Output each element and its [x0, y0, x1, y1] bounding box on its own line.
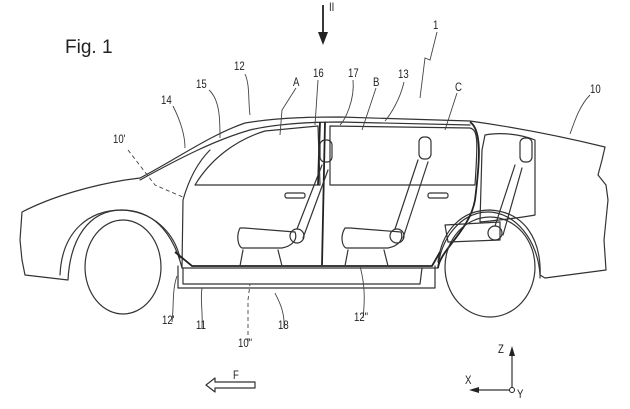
axis-z-label: Z — [498, 342, 504, 356]
axis-y-label: Y — [517, 387, 524, 401]
label-10: 10 — [590, 82, 601, 96]
label-14: 14 — [161, 93, 172, 107]
rear-wheel-arch — [437, 209, 541, 279]
axes-icon — [469, 346, 515, 393]
label-10-double-prime: 10" — [238, 336, 253, 350]
door-handle-front — [284, 192, 306, 199]
seat-a — [237, 139, 333, 267]
door-handle-rear — [427, 192, 449, 199]
label-A: A — [293, 75, 300, 89]
label-B: B — [373, 75, 380, 89]
floor-frame — [174, 251, 441, 267]
rear-window — [479, 133, 536, 223]
roof-inner — [139, 121, 471, 181]
label-11: 11 — [196, 318, 206, 332]
sill-outer — [177, 265, 436, 289]
figure-title: Fig. 1 — [65, 37, 113, 58]
forward-arrow-icon — [205, 377, 256, 393]
label-15: 15 — [196, 77, 207, 91]
label-12: 12 — [234, 59, 245, 73]
front-window — [194, 125, 321, 186]
view-marker: II — [329, 0, 335, 14]
label-10-prime: 10' — [113, 132, 126, 146]
label-13: 13 — [398, 67, 409, 81]
label-12-prime: 12' — [162, 313, 175, 327]
label-16: 16 — [313, 66, 324, 80]
seat-c — [444, 137, 533, 243]
seat-b — [341, 136, 432, 267]
front-door-edge — [181, 149, 211, 269]
label-18: 18 — [278, 318, 289, 332]
label-17: 17 — [348, 66, 359, 80]
c-pillar — [437, 121, 480, 269]
direction-label: F — [233, 368, 239, 382]
front-wheel-arch — [59, 209, 181, 276]
front-wheel — [84, 219, 162, 315]
sill-inner — [182, 267, 423, 285]
middle-window — [329, 125, 478, 186]
label-C: C — [455, 80, 462, 94]
label-1: 1 — [433, 18, 439, 32]
leader-lines — [127, 5, 591, 342]
axis-x-label: X — [465, 373, 472, 387]
label-12-double-prime: 12" — [354, 310, 369, 324]
rear-wheel — [444, 216, 536, 318]
